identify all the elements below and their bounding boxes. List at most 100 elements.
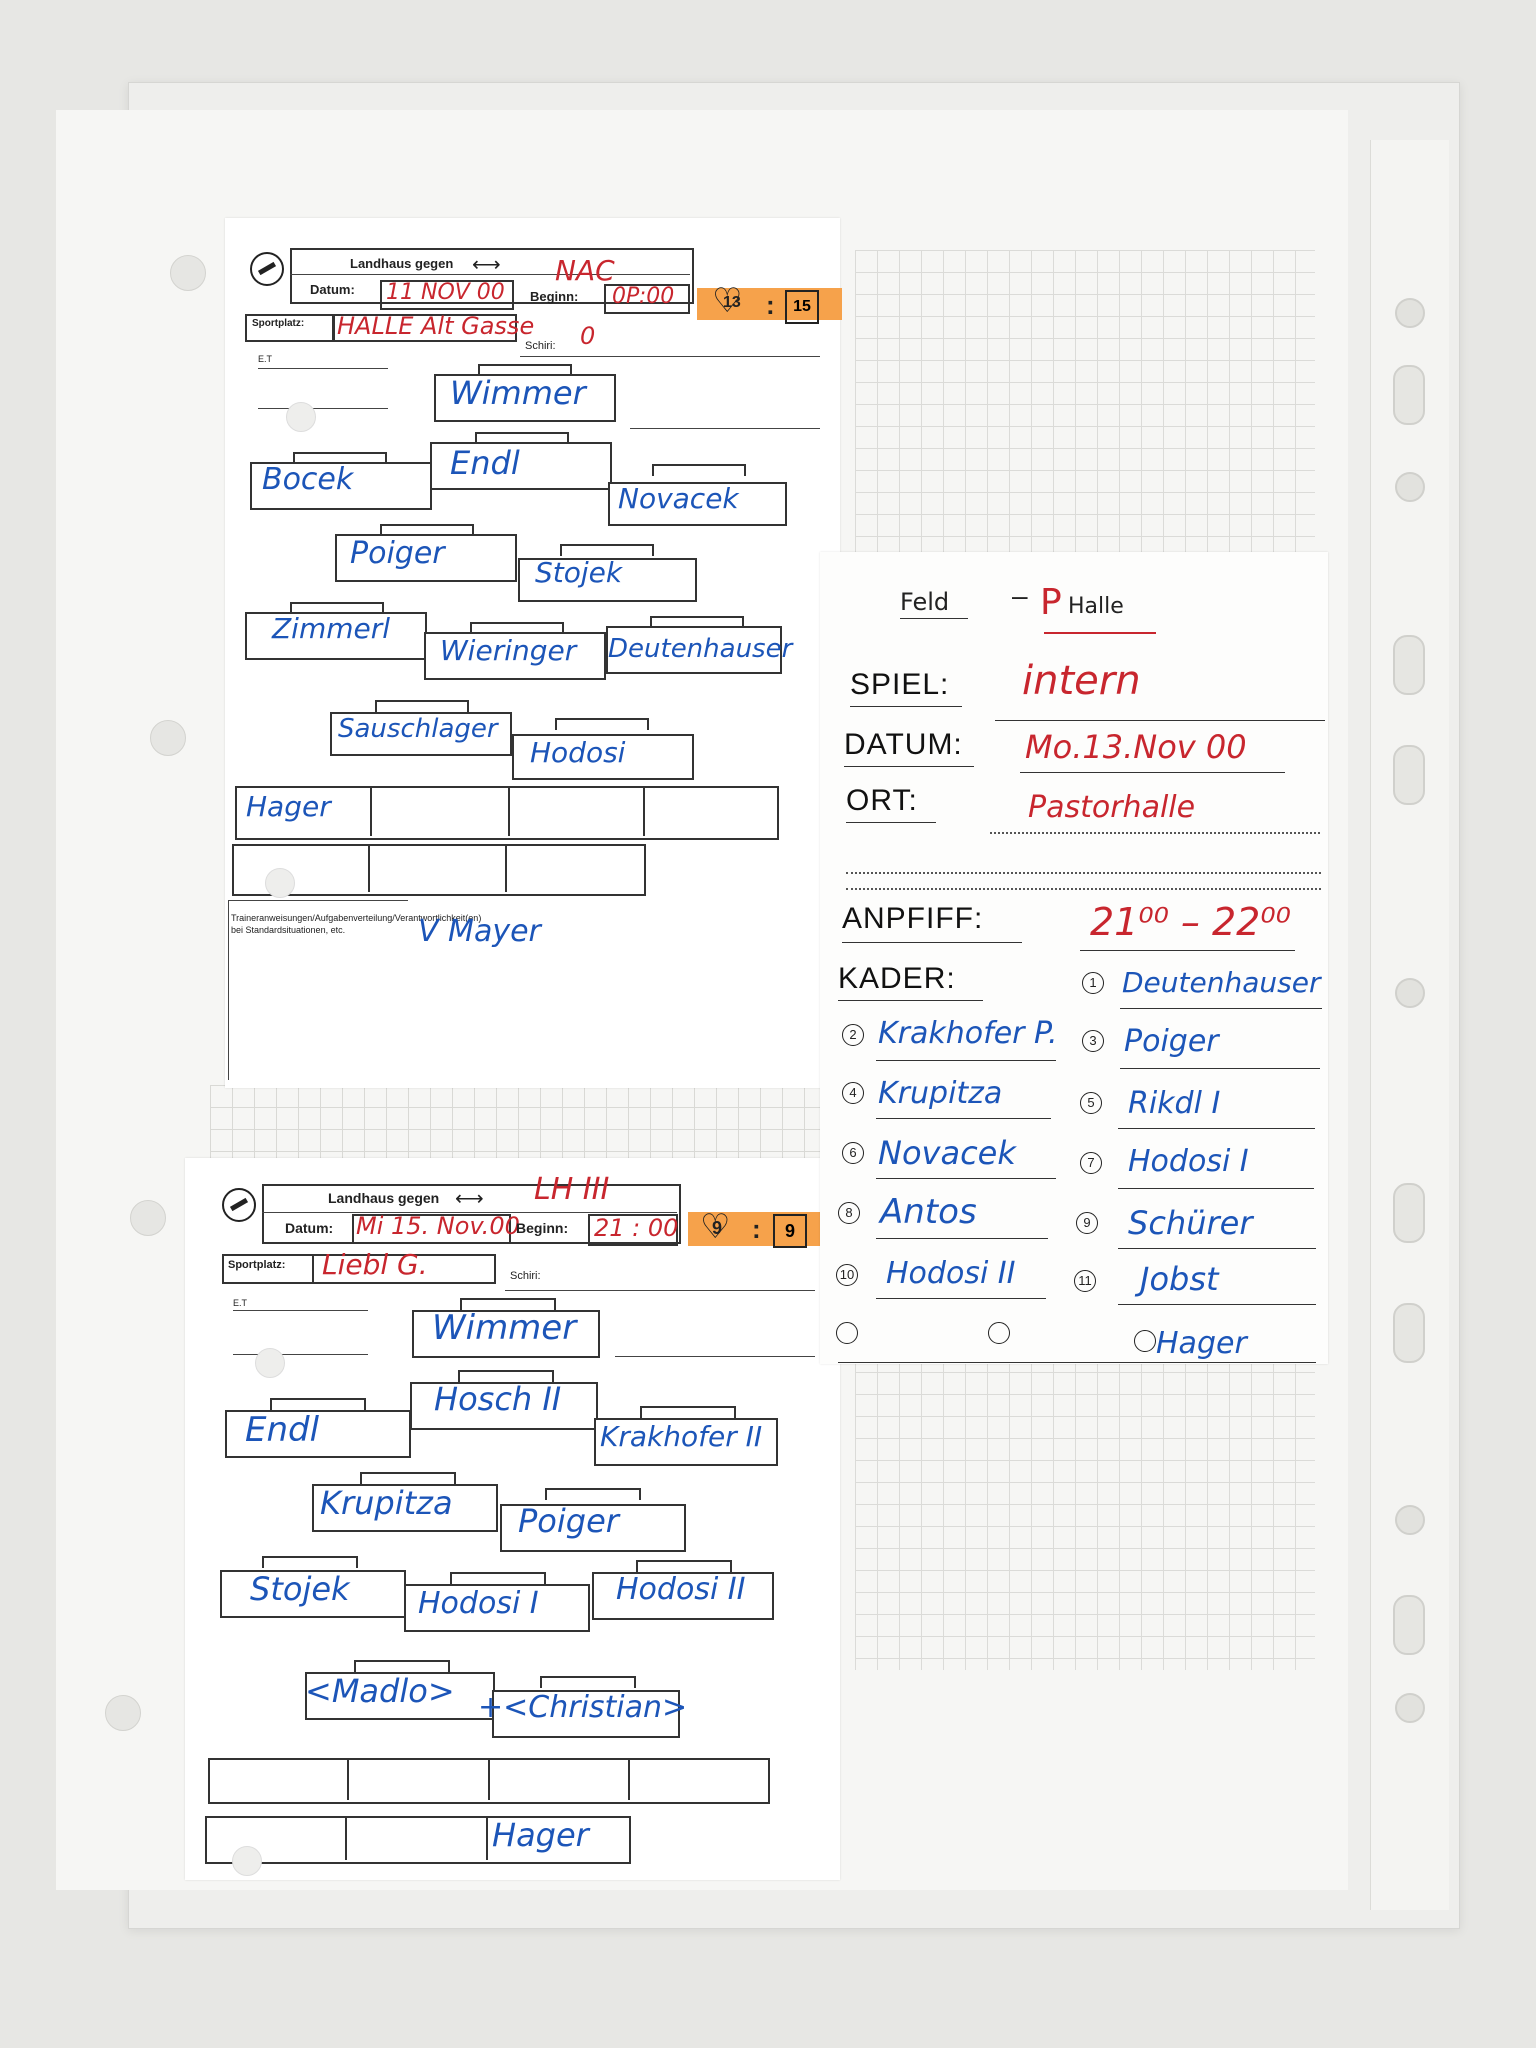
arrow-both-icon: ⟷	[455, 1188, 484, 1210]
spiel-value: intern	[1022, 658, 1141, 704]
kader-name: Jobst	[1140, 1260, 1219, 1298]
kader-name: Schürer	[1128, 1204, 1253, 1242]
opponent-name: LH III	[534, 1172, 610, 1207]
venue-label: Sportplatz:	[252, 318, 305, 329]
kader-label: KADER:	[838, 962, 956, 995]
kader-name: Novacek	[878, 1134, 1016, 1172]
kader-number: 8	[838, 1202, 860, 1224]
strip-slot	[1393, 1595, 1425, 1655]
score-highlight	[688, 1212, 823, 1246]
score-home: 13	[723, 294, 741, 311]
kader-number: 10	[836, 1264, 858, 1286]
datum-label: DATUM:	[844, 728, 963, 761]
bench-row	[205, 1816, 631, 1864]
kader-name: Hodosi I	[1128, 1144, 1249, 1179]
player-name: Hager	[492, 1816, 589, 1854]
position-box	[245, 612, 427, 660]
position-box	[592, 1572, 774, 1620]
kader-name: Poiger	[1124, 1024, 1219, 1059]
position-box	[250, 462, 432, 510]
position-box	[412, 1310, 600, 1358]
kader-number: 4	[842, 1082, 864, 1104]
referee-value: 0	[580, 322, 596, 350]
strip-hole	[1395, 472, 1425, 502]
player-name: Wieringer	[440, 634, 577, 667]
player-name: +<Christian>	[478, 1690, 688, 1725]
instructions-label: Traineranweisungen/Aufgabenverteilung/Ve…	[231, 913, 482, 935]
player-name: Wimmer	[450, 374, 586, 412]
score-away: 15	[785, 290, 819, 324]
player-name: Hodosi I	[418, 1586, 539, 1621]
binder-hole	[130, 1200, 166, 1236]
position-box	[335, 534, 517, 582]
position-box	[606, 626, 782, 674]
kader-number: 1	[1082, 972, 1104, 994]
player-name: Hager	[246, 790, 331, 823]
kader-number: 11	[1074, 1270, 1096, 1292]
heart-icon: ♡	[712, 282, 743, 320]
header-frame	[290, 248, 694, 304]
kader-name: Krupitza	[878, 1076, 1003, 1111]
kader-name: Deutenhauser	[1122, 966, 1321, 999]
position-box	[518, 558, 697, 602]
player-name: Endl	[245, 1410, 320, 1450]
position-box	[312, 1484, 498, 1532]
kader-number: 2	[842, 1024, 864, 1046]
player-name: Stojek	[535, 556, 623, 589]
kader-number: 6	[842, 1142, 864, 1164]
kader-number: 3	[1082, 1030, 1104, 1052]
match-card	[820, 552, 1328, 1364]
venue-label: Sportplatz:	[228, 1259, 286, 1271]
position-box	[434, 374, 616, 422]
position-box	[225, 1410, 411, 1458]
strip-slot	[1393, 635, 1425, 695]
club-logo-icon	[250, 252, 284, 286]
player-name: Hosch II	[434, 1380, 562, 1418]
header-label: Landhaus gegen	[350, 256, 454, 271]
bench-row	[235, 786, 779, 840]
bench-row	[232, 844, 646, 896]
strip-hole	[1395, 978, 1425, 1008]
player-name: Deutenhauser	[608, 634, 793, 664]
venue-value: HALLE Alt Gasse	[337, 312, 535, 340]
player-name: Hodosi	[530, 736, 626, 769]
date-label: Datum:	[285, 1220, 334, 1236]
kader-number-empty	[988, 1322, 1010, 1344]
start-label: Beginn:	[530, 289, 579, 304]
strip-slot	[1393, 1303, 1425, 1363]
player-name: Poiger	[518, 1502, 619, 1540]
kader-number: 5	[1080, 1092, 1102, 1114]
position-box	[330, 712, 512, 756]
punch-hole	[255, 1348, 285, 1378]
position-box	[430, 442, 612, 490]
player-name: <Madlo>	[305, 1672, 455, 1710]
halle-check-mark: P	[1040, 582, 1062, 623]
start-value: 0P:00	[612, 284, 675, 309]
player-name: Stojek	[250, 1570, 350, 1608]
instructions-value: V Mayer	[418, 914, 541, 949]
position-box	[608, 482, 787, 526]
kader-name: Hodosi II	[886, 1256, 1016, 1291]
referee-label: Schiri:	[510, 1270, 541, 1282]
kader-number: 9	[1076, 1212, 1098, 1234]
strip-hole	[1395, 298, 1425, 328]
position-box	[410, 1382, 598, 1430]
position-box	[492, 1690, 680, 1738]
player-name: Novacek	[618, 482, 739, 515]
position-box	[594, 1418, 778, 1466]
player-name: Poiger	[350, 536, 445, 571]
binder-hole	[105, 1695, 141, 1731]
strip-slot	[1393, 1183, 1425, 1243]
strip-hole	[1395, 1693, 1425, 1723]
start-label: Beginn:	[516, 1220, 569, 1236]
player-name: Sauschlager	[338, 714, 498, 744]
header-label: Landhaus gegen	[328, 1190, 440, 1206]
player-name: Zimmerl	[272, 612, 391, 645]
strip-hole	[1395, 1505, 1425, 1535]
halle-label: Halle	[1068, 594, 1124, 619]
kader-number-empty	[836, 1322, 858, 1344]
strip-slot	[1393, 365, 1425, 425]
date-value: 11 NOV 00	[386, 280, 505, 305]
kader-number: 7	[1080, 1152, 1102, 1174]
anpfiff-value: 21⁰⁰ – 22⁰⁰	[1090, 900, 1291, 944]
